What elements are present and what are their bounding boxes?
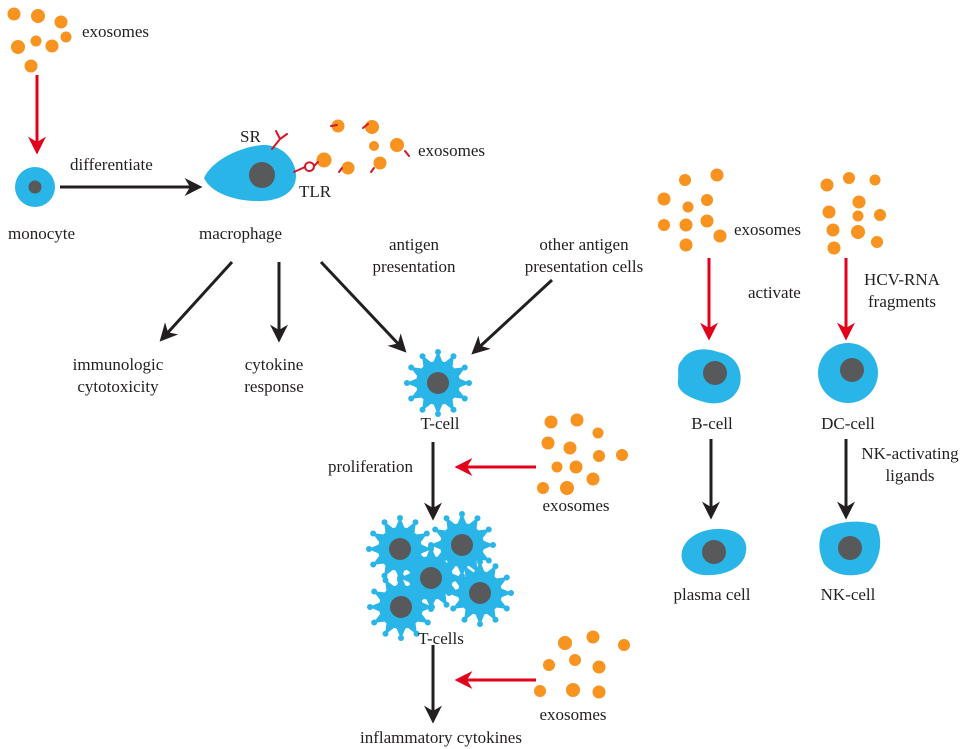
arrow-antigen-presentation xyxy=(319,260,407,353)
exosome-cluster-inflammatory xyxy=(534,630,630,699)
hcv-label-line2: fragments xyxy=(868,292,936,311)
antigen-presentation-label-line1: antigen xyxy=(389,235,440,254)
arrow-other-apc xyxy=(471,278,554,355)
immunologic-label-line1: immunologic xyxy=(73,355,164,374)
proliferation-label: proliferation xyxy=(328,457,413,476)
tcell-cell xyxy=(404,349,472,417)
exosomes-top-label: exosomes xyxy=(82,22,149,41)
cytokine-label-line1: cytokine xyxy=(245,355,304,374)
cytokine-label-line2: response xyxy=(244,377,303,396)
activate-label: activate xyxy=(748,283,801,302)
exosome-cluster-top xyxy=(7,7,72,73)
exosome-cluster-bcell xyxy=(657,168,727,252)
macrophage-label: macrophage xyxy=(199,224,282,243)
exosome-cluster-dccell xyxy=(820,172,886,255)
nkcell-label: NK-cell xyxy=(821,585,876,604)
exosome-cluster-macrophage xyxy=(313,119,410,175)
nkcell-cell xyxy=(819,521,881,576)
tcells-cluster xyxy=(366,511,514,641)
inflammatory-label: inflammatory cytokines xyxy=(360,728,522,747)
exosomes-inflammatory-label: exosomes xyxy=(539,705,606,724)
sr-label: SR xyxy=(240,127,261,146)
exosome-cluster-proliferation xyxy=(537,413,628,495)
tcell-label: T-cell xyxy=(420,414,459,433)
plasma-cell xyxy=(681,528,747,576)
tlr-receptor-icon xyxy=(293,161,315,173)
exosomes-macrophage-label: exosomes xyxy=(418,141,485,160)
other-apc-label-line2: presentation cells xyxy=(525,257,644,276)
dccell-label: DC-cell xyxy=(821,414,875,433)
monocyte-label: monocyte xyxy=(8,224,75,243)
macrophage-cell xyxy=(204,130,315,202)
hcv-label-line1: HCV-RNA xyxy=(864,270,941,289)
dccell-cell xyxy=(818,343,878,403)
nk-ligands-label-line1: NK-activating xyxy=(861,444,959,463)
bcell-cell xyxy=(677,349,741,404)
arrow-to-immunologic xyxy=(159,260,234,342)
plasma-cell-label: plasma cell xyxy=(674,585,751,604)
sr-receptor-icon xyxy=(271,130,288,150)
nk-ligands-label-line2: ligands xyxy=(885,466,934,485)
monocyte-cell xyxy=(15,167,55,207)
antigen-presentation-label-line2: presentation xyxy=(372,257,456,276)
bcell-label: B-cell xyxy=(691,414,733,433)
tlr-label: TLR xyxy=(299,182,332,201)
differentiate-label: differentiate xyxy=(70,155,153,174)
tcells-label: T-cells xyxy=(418,629,464,648)
exosomes-right-label: exosomes xyxy=(734,220,801,239)
immunologic-label-line2: cytotoxicity xyxy=(77,377,159,396)
exosomes-proliferation-label: exosomes xyxy=(542,496,609,515)
other-apc-label-line1: other antigen xyxy=(539,235,629,254)
